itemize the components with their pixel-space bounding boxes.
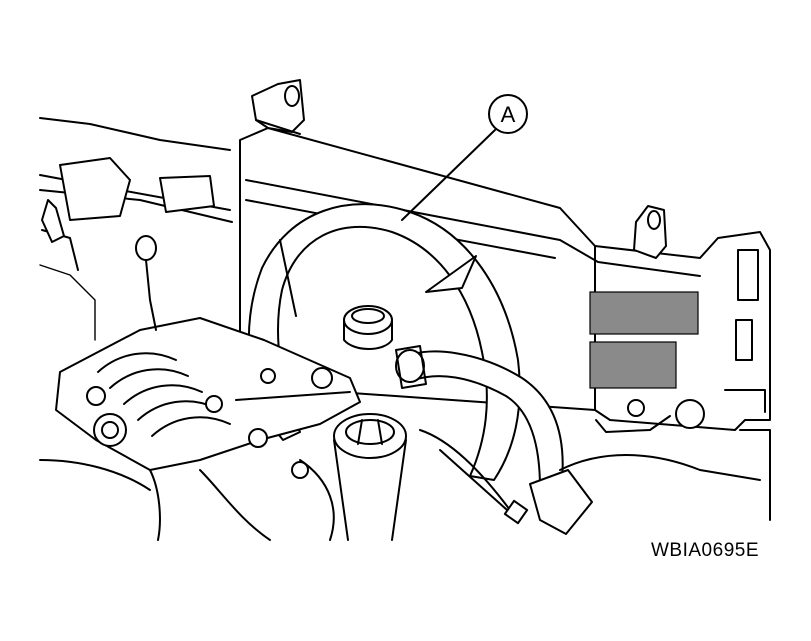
upper-radiator-hose <box>395 345 593 535</box>
lower-engine-parts <box>291 367 771 541</box>
radiator-cap <box>343 305 393 350</box>
radiator-mount-bracket-right <box>633 205 667 259</box>
radiator-mount-bracket-left <box>251 79 305 135</box>
figure-code: WBIA0695E <box>651 540 759 561</box>
wiring-harness <box>39 429 529 541</box>
callout-letter-a: A <box>501 102 516 127</box>
fan-shroud <box>247 203 521 481</box>
callout-circle <box>488 94 528 134</box>
thermostat-housing <box>333 413 407 541</box>
callout-a: A <box>401 94 528 221</box>
body-panel-left <box>39 117 233 341</box>
dipstick <box>135 235 157 331</box>
intake-manifold <box>55 317 361 471</box>
